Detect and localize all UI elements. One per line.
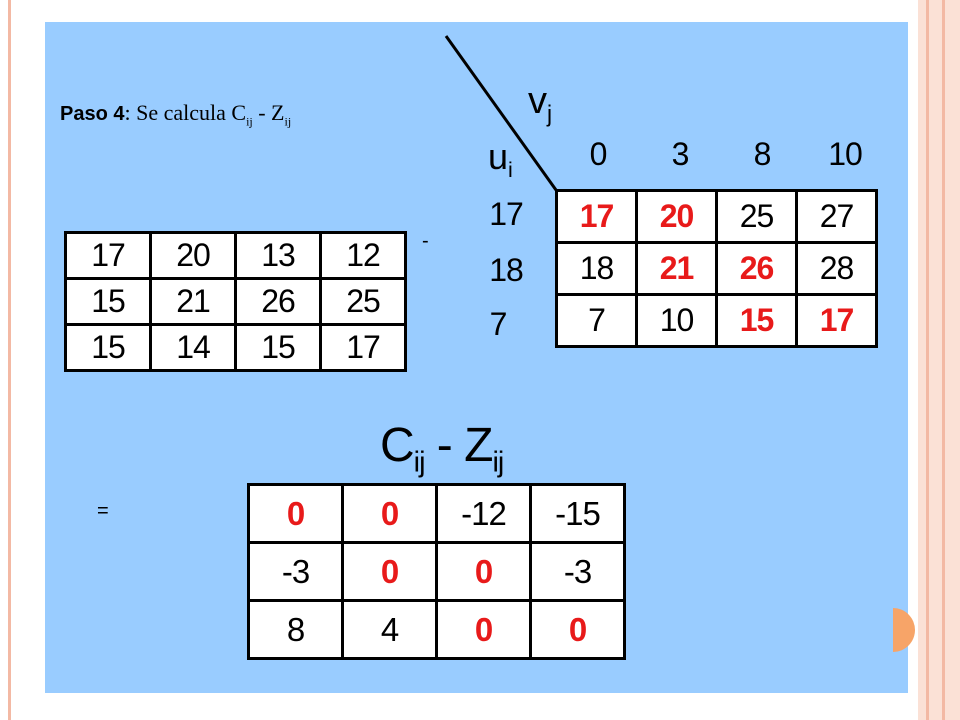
step-sub-1: ij	[246, 114, 253, 129]
cost-cell: 15	[64, 277, 152, 326]
z-cell: 17	[795, 293, 878, 348]
result-cell: 0	[341, 483, 438, 544]
z-cell: 21	[635, 241, 718, 296]
cost-cell: 26	[234, 277, 322, 326]
cost-matrix-table: 17 20 13 12 15 21 26 25 15 14 15 17	[64, 231, 407, 372]
v-value: 10	[828, 136, 863, 172]
result-heading-z: Z	[464, 419, 493, 472]
table-row: 17 20 25 27	[555, 189, 878, 244]
result-cell: 0	[435, 599, 532, 660]
v-value: 0	[589, 136, 608, 172]
step-sub-2: ij	[284, 114, 292, 129]
v-label-sub: j	[547, 100, 553, 127]
v-label: vj	[528, 80, 552, 128]
v-value: 8	[753, 136, 772, 172]
step-text-mid: - Z	[252, 100, 285, 125]
u-value: 17	[489, 196, 524, 232]
z-cell: 20	[635, 189, 718, 244]
decorative-dot	[893, 608, 915, 652]
z-cell: 7	[555, 293, 638, 348]
table-row: 8 4 0 0	[247, 599, 626, 660]
z-cell: 18	[555, 241, 638, 296]
table-row: 7 10 15 17	[555, 293, 878, 348]
cost-cell: 17	[64, 231, 152, 280]
result-heading-z-sub: ij	[492, 446, 504, 479]
z-cell: 17	[555, 189, 638, 244]
z-cell: 26	[715, 241, 798, 296]
table-row: 18 21 26 28	[555, 241, 878, 296]
step-label: Paso 4	[60, 103, 125, 125]
result-matrix-table: 0 0 -12 -15 -3 0 0 -3 8 4 0 0	[247, 483, 626, 660]
result-cell: -3	[247, 541, 344, 602]
result-cell: 8	[247, 599, 344, 660]
u-label-sub: i	[508, 157, 513, 183]
right-band-stripe	[942, 0, 945, 720]
result-cell: 0	[341, 541, 438, 602]
z-matrix-table: 17 20 25 27 18 21 26 28 7 10 15 17	[555, 189, 878, 348]
u-label: ui	[488, 136, 513, 183]
u-label-base: u	[488, 136, 509, 177]
cost-cell: 13	[234, 231, 322, 280]
step-title: Paso 4: Se calcula Cij - Zij	[60, 100, 291, 129]
result-cell: 4	[341, 599, 438, 660]
u-value: 18	[489, 252, 524, 288]
z-cell: 27	[795, 189, 878, 244]
result-heading-c: C	[380, 419, 415, 472]
result-heading-c-sub: ij	[413, 446, 426, 479]
table-row: 0 0 -12 -15	[247, 483, 626, 544]
step-text: : Se calcula C	[124, 100, 247, 125]
table-row: 15 21 26 25	[64, 277, 407, 326]
cost-cell: 15	[234, 323, 322, 372]
z-cell: 28	[795, 241, 878, 296]
result-cell: -12	[435, 483, 532, 544]
result-cell: 0	[435, 541, 532, 602]
v-value: 3	[671, 136, 690, 172]
z-cell: 15	[715, 293, 798, 348]
u-value: 7	[489, 306, 508, 342]
result-heading-minus: -	[424, 419, 465, 472]
v-label-base: v	[528, 80, 547, 122]
cost-cell: 21	[149, 277, 237, 326]
table-row: 15 14 15 17	[64, 323, 407, 372]
right-band-stripe	[926, 0, 929, 720]
cost-cell: 20	[149, 231, 237, 280]
z-cell: 25	[715, 189, 798, 244]
result-heading: Cij - Zij	[380, 418, 504, 480]
slide-left-rule	[8, 0, 11, 720]
minus-sign: -	[422, 230, 429, 252]
cost-cell: 15	[64, 323, 152, 372]
cost-cell: 17	[319, 323, 407, 372]
result-cell: 0	[529, 599, 626, 660]
table-row: 17 20 13 12	[64, 231, 407, 280]
result-cell: 0	[247, 483, 344, 544]
slide-right-band	[918, 0, 960, 720]
result-cell: -3	[529, 541, 626, 602]
result-cell: -15	[529, 483, 626, 544]
table-row: -3 0 0 -3	[247, 541, 626, 602]
cost-cell: 12	[319, 231, 407, 280]
equals-sign: =	[97, 500, 109, 522]
z-cell: 10	[635, 293, 718, 348]
cost-cell: 14	[149, 323, 237, 372]
cost-cell: 25	[319, 277, 407, 326]
